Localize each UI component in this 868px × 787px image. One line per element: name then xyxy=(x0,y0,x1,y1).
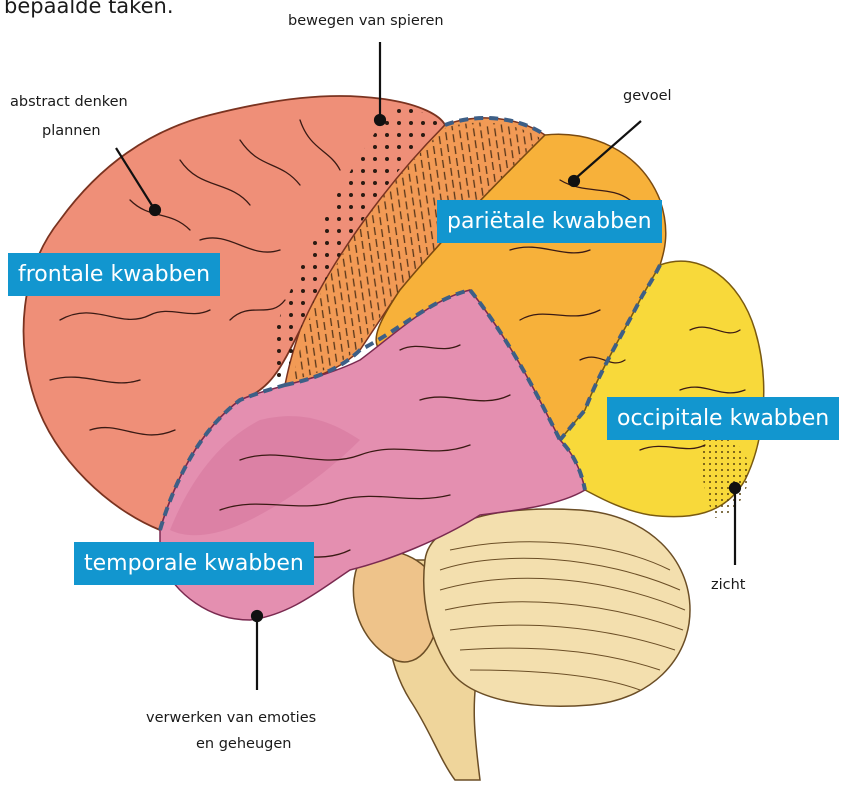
temporal-lobe-label: temporale kwabben xyxy=(74,542,314,585)
parietal-lobe-label: pariëtale kwabben xyxy=(437,200,662,243)
frontal-annotation-line2: plannen xyxy=(42,120,101,142)
frontal-annotation-line1: abstract denken xyxy=(10,91,128,113)
feeling-annotation: gevoel xyxy=(623,85,672,107)
occipital-lobe-label: occipitale kwabben xyxy=(607,397,839,440)
temporal-annotation-line1: verwerken van emoties xyxy=(146,707,316,729)
temporal-annotation-line2: en geheugen xyxy=(196,733,291,755)
frontal-lobe-label: frontale kwabben xyxy=(8,253,220,296)
cerebellum xyxy=(424,509,690,706)
motor-annotation: bewegen van spieren xyxy=(288,10,444,32)
vision-annotation: zicht xyxy=(711,574,746,596)
